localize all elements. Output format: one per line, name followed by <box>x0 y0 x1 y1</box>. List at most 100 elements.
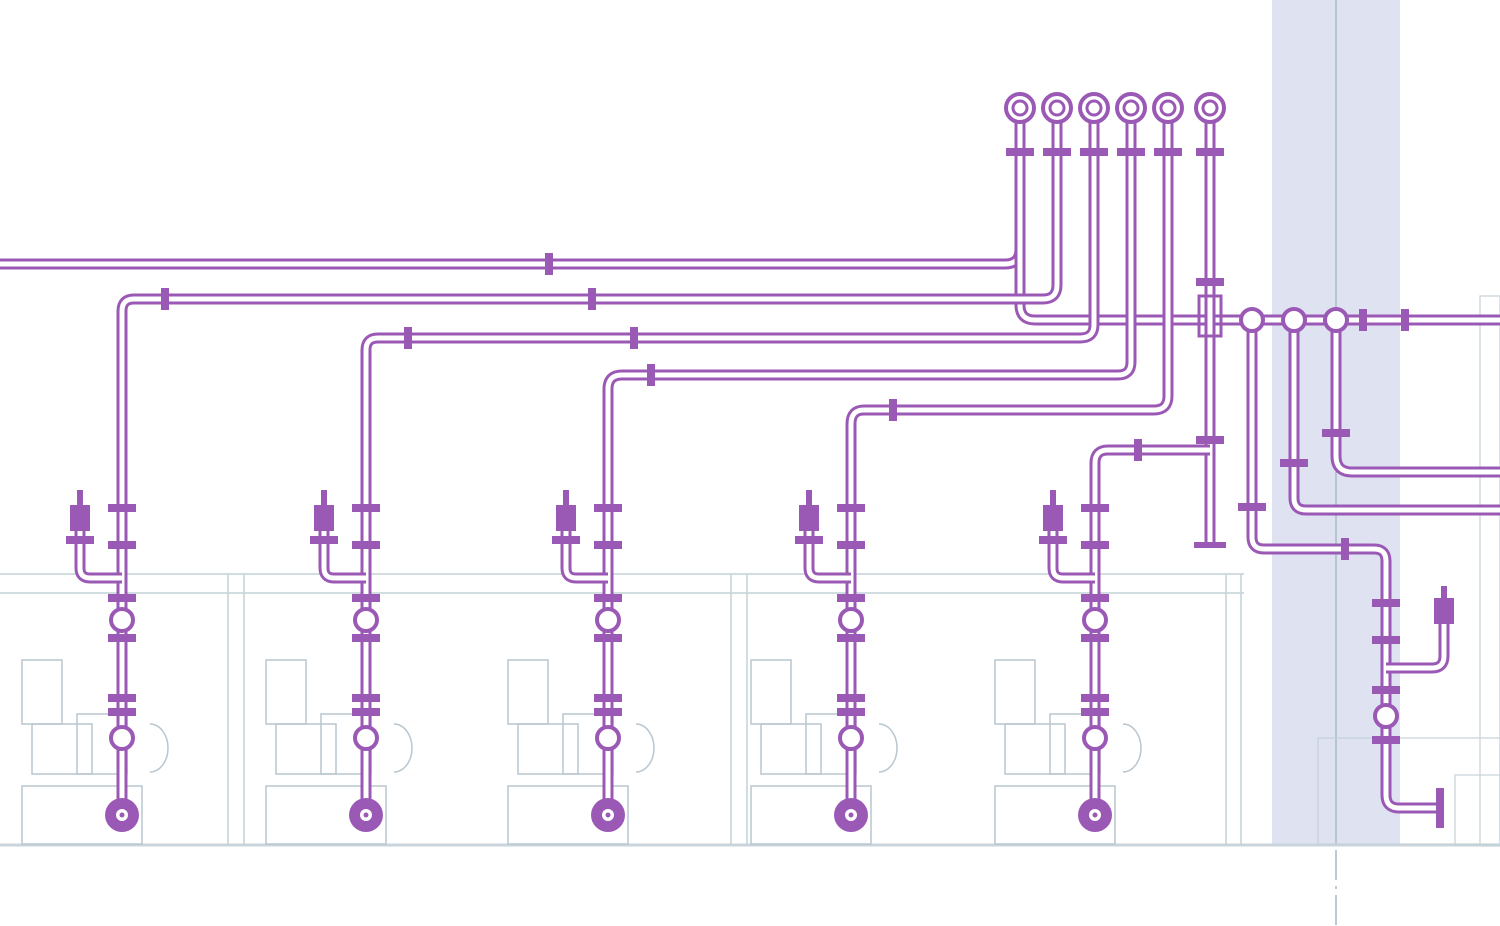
line-pump-5 <box>1089 444 1210 500</box>
pump-4-check-valve <box>838 607 864 633</box>
pump-dome-5 <box>1122 723 1142 773</box>
pump-3-relief-line <box>560 520 608 584</box>
riser-6-base-plate <box>1194 542 1226 548</box>
pump-motor-4 <box>750 659 792 725</box>
pump-5-relief-line-bore <box>1050 520 1095 581</box>
pump-3-relief-flange <box>552 536 580 544</box>
pump-3-isolation-valve <box>595 725 621 751</box>
branch-right-2 <box>1288 320 1500 516</box>
pump-2-relief-line <box>318 520 366 584</box>
pump-unit-4 <box>750 659 898 845</box>
line-pump-1-outer <box>116 122 1063 500</box>
pump-4-flange-4 <box>837 634 865 642</box>
riser-6-flange-b <box>1196 436 1224 444</box>
right-line-flange-1 <box>1372 599 1400 607</box>
piping-network <box>0 122 1500 815</box>
riser-flange-5 <box>1154 148 1182 156</box>
pump-3-suction-port-center <box>605 812 611 818</box>
branch-right-pump <box>1246 320 1392 600</box>
pump-2-flange-4 <box>352 634 380 642</box>
pump-3-check-valve <box>595 607 621 633</box>
right-line-check-valve <box>1373 703 1399 729</box>
line-5-flange-a <box>1134 439 1142 461</box>
pump-1-suction-port-center <box>119 812 125 818</box>
pipe-fittings <box>66 92 1454 832</box>
riser-top-ring-3-inner <box>1085 99 1103 117</box>
pump-2-check-valve <box>353 607 379 633</box>
pump-3-relief-stem <box>563 490 569 506</box>
pump-1-check-valve <box>109 607 135 633</box>
pump-1-relief-line-bore <box>77 520 122 581</box>
pump-1-flange-1 <box>108 504 136 512</box>
pump-1-relief-valve <box>70 505 90 531</box>
pump-1-relief-line <box>74 520 122 584</box>
pump-base-4 <box>750 785 872 845</box>
pump-dome-1 <box>149 723 169 773</box>
pump-2-flange-2 <box>352 541 380 549</box>
line-1-flange-a <box>161 288 169 310</box>
pump-3-relief-line-bore <box>563 520 608 581</box>
pump-body-2 <box>275 723 337 775</box>
branch-right-3-bore <box>1333 320 1500 475</box>
riser-top-ring-6-inner <box>1201 99 1219 117</box>
branch-right-3-flange <box>1322 429 1350 437</box>
pump-2-flange-6 <box>352 708 380 716</box>
manifold-flange-b <box>1401 309 1409 331</box>
right-relief-stem <box>1441 586 1447 600</box>
line-pump-2 <box>360 122 1100 500</box>
right-small-box <box>1454 774 1500 846</box>
pump-base-3 <box>507 785 629 845</box>
right-equipment-outline <box>1317 295 1500 847</box>
pump-3-flange-5 <box>594 694 622 702</box>
pump-1-isolation-valve <box>109 725 135 751</box>
pump-motor-5 <box>994 659 1036 725</box>
pump-5-relief-stem <box>1050 490 1056 506</box>
pump-3-relief-valve <box>556 505 576 531</box>
pump-motor-2 <box>265 659 307 725</box>
pump-body-3 <box>517 723 579 775</box>
line-pump-1 <box>116 122 1063 500</box>
pump-4-suction-port-center <box>848 812 854 818</box>
pump-4-relief-line-bore <box>806 520 851 581</box>
pump-1-flange-3 <box>108 594 136 602</box>
pump-dome-2 <box>393 723 413 773</box>
pump-2-isolation-valve <box>353 725 379 751</box>
pump-4-relief-line <box>803 520 851 584</box>
manifold-header-bore <box>1017 250 1500 323</box>
line-pump-4 <box>845 122 1174 500</box>
right-relief-line-bore <box>1386 620 1447 671</box>
pump-1-flange-2 <box>108 541 136 549</box>
line-1-flange-b <box>588 288 596 310</box>
riser-6-flange-a <box>1196 278 1224 286</box>
right-line-down-bore <box>1383 600 1440 811</box>
riser-6-strainer <box>1197 294 1223 338</box>
pump-3-flange-6 <box>594 708 622 716</box>
pump-1-flange-6 <box>108 708 136 716</box>
pump-body-1 <box>31 723 93 775</box>
pump-5-relief-flange <box>1039 536 1067 544</box>
riser-top-ring-2-inner <box>1048 99 1066 117</box>
pump-base-2 <box>265 785 387 845</box>
line-pump-3-bore <box>605 122 1134 500</box>
pump-2-suction-port-center <box>363 812 369 818</box>
pump-4-isolation-valve <box>838 725 864 751</box>
pump-3-flange-2 <box>594 541 622 549</box>
pump-unit-2 <box>265 659 413 845</box>
pump-5-flange-6 <box>1081 708 1109 716</box>
pump-1-flange-5 <box>108 694 136 702</box>
pump-3-flange-1 <box>594 504 622 512</box>
manifold-header <box>1014 250 1500 326</box>
riser-flange-2 <box>1043 148 1071 156</box>
pump-1-flange-4 <box>108 634 136 642</box>
header-1-flange <box>545 253 553 275</box>
pump-base-5 <box>994 785 1116 845</box>
pump-dome-3 <box>635 723 655 773</box>
pump-5-check-valve <box>1082 607 1108 633</box>
header-line-1-bore <box>0 122 1023 267</box>
line-2-flange-a <box>404 327 412 349</box>
pump-4-relief-valve <box>799 505 819 531</box>
pump-4-flange-6 <box>837 708 865 716</box>
pump-motor-3 <box>507 659 549 725</box>
pump-3-flange-3 <box>594 594 622 602</box>
